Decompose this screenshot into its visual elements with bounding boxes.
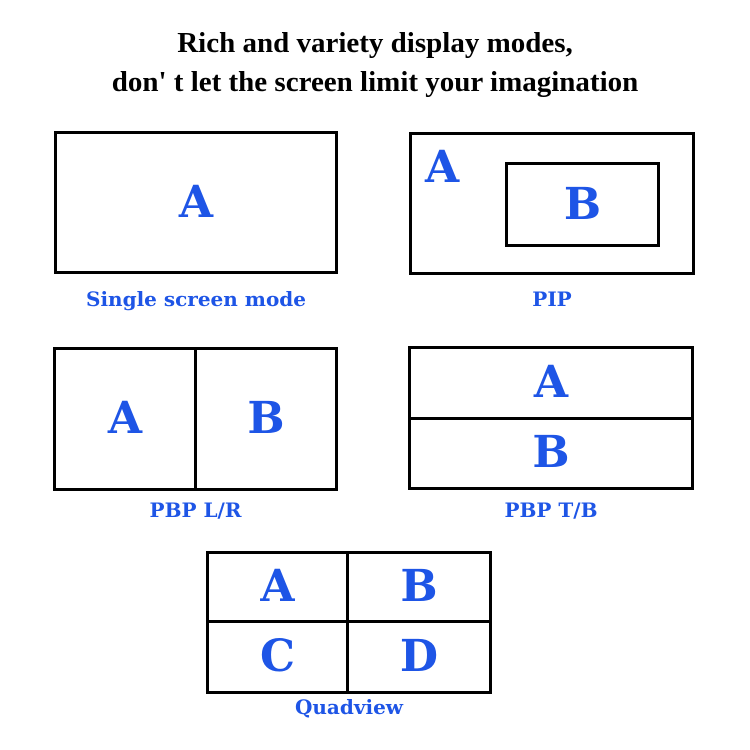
pip-inset-box: B <box>505 162 660 247</box>
figure-title-line1: Rich and variety display modes, <box>177 27 573 59</box>
pbp-tb-top-pane: A <box>411 349 691 420</box>
figure-title-line2: don' t let the screen limit your imagina… <box>111 66 639 98</box>
quadview-label: Quadview <box>294 695 404 719</box>
pbp-lr-right-pane: B <box>197 350 335 488</box>
pbp-lr-label: PBP L/R <box>149 498 242 522</box>
pip-region-b-letter: B <box>563 178 602 230</box>
quadview-pane-b: B <box>349 554 489 623</box>
pip-box: A B <box>409 132 695 275</box>
pbp-lr-box: A B <box>53 347 338 491</box>
pbp-tb-box: A B <box>408 346 694 490</box>
figure-title: Rich and variety display modes, don' t l… <box>0 24 750 102</box>
quadview-region-a-letter: A <box>260 560 295 612</box>
pbp-lr-region-b-letter: B <box>247 393 285 444</box>
pbp-lr-left-pane: A <box>56 350 197 488</box>
pbp-lr-region-a-letter: A <box>107 393 143 444</box>
pbp-tb-region-b-letter: B <box>532 427 570 479</box>
pbp-tb-label: PBP T/B <box>504 498 598 522</box>
single-region-a-letter: A <box>178 176 214 228</box>
pip-label: PIP <box>532 287 572 311</box>
quadview-pane-a: A <box>209 554 349 623</box>
quadview-pane-c: C <box>209 622 349 691</box>
quadview-region-c-letter: C <box>259 630 296 682</box>
quadview-region-b-letter: B <box>400 560 438 612</box>
quadview-pane-d: D <box>349 623 489 692</box>
quadview-region-d-letter: D <box>399 630 439 682</box>
pbp-tb-region-a-letter: A <box>533 356 569 408</box>
pip-region-a-letter: A <box>425 142 460 193</box>
pbp-tb-bottom-pane: B <box>411 420 691 488</box>
single-screen-label: Single screen mode <box>86 287 306 311</box>
quadview-box: A B C D <box>206 551 492 694</box>
single-screen-box: A <box>54 131 338 274</box>
